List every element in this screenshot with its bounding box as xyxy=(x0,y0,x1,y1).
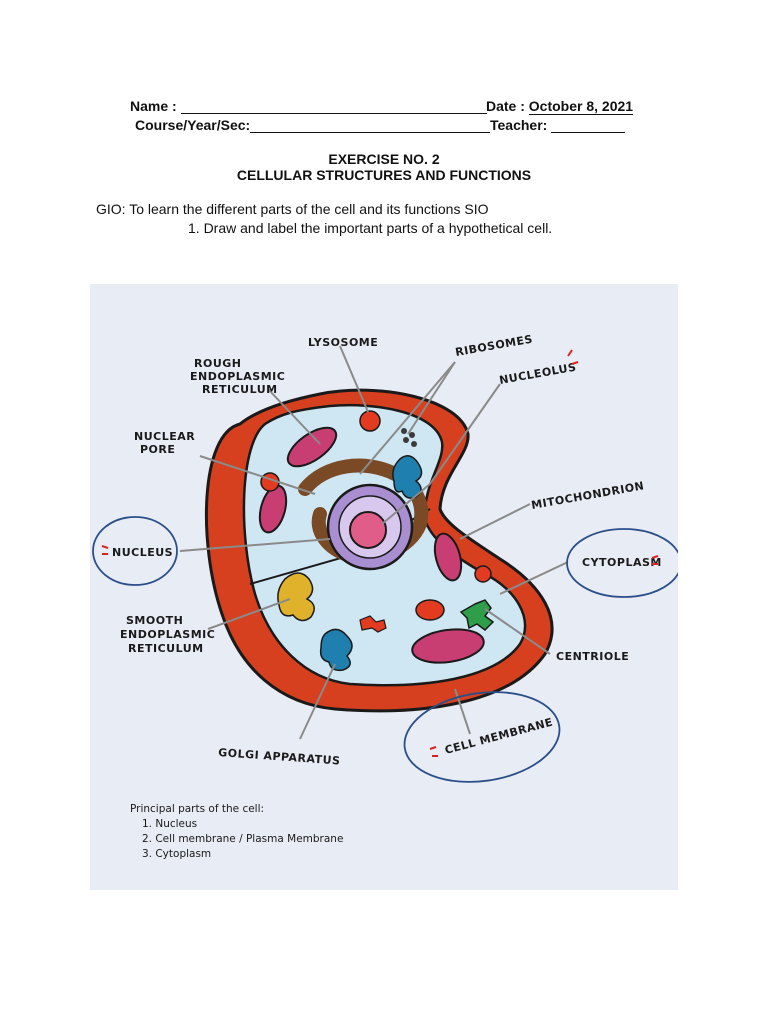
circle-nucleus xyxy=(92,516,178,586)
label-nuclear-pore-2: PORE xyxy=(140,443,175,456)
course-label: Course/Year/Sec: xyxy=(135,117,251,133)
label-rough-er-1: ROUGH xyxy=(194,357,242,370)
golgi-apparatus-2 xyxy=(319,628,353,672)
lysosome-3 xyxy=(474,565,492,583)
notes-title: Principal parts of the cell: xyxy=(130,803,265,815)
name-blank[interactable] xyxy=(180,99,487,114)
exercise-subtitle: CELLULAR STRUCTURES AND FUNCTIONS xyxy=(236,167,532,183)
lysosome-4 xyxy=(415,599,445,621)
mitochondrion-2 xyxy=(258,484,288,534)
notes-item-2: 2. Cell membrane / Plasma Membrane xyxy=(142,833,344,845)
date-value[interactable]: October 8, 2021 xyxy=(528,98,634,115)
label-centriole: CENTRIOLE xyxy=(556,650,629,663)
smooth-er xyxy=(277,572,315,622)
label-ribosomes: RIBOSOMES xyxy=(454,333,534,359)
label-nuclear-pore-1: NUCLEAR xyxy=(134,430,195,443)
course-field: Course/Year/Sec: xyxy=(135,117,491,133)
gio-text: GIO: To learn the different parts of the… xyxy=(96,201,489,217)
course-blank[interactable] xyxy=(250,118,491,133)
emphasis-marks xyxy=(101,349,659,757)
sio-item-1: 1. Draw and label the important parts of… xyxy=(188,220,553,236)
name-label: Name : xyxy=(130,98,177,114)
lysosome-1 xyxy=(359,410,381,432)
cell-drawing: ROUGH ENDOPLASMIC RETICULUM LYSOSOME RIB… xyxy=(90,284,682,890)
label-golgi: GOLGI APPARATUS xyxy=(218,746,341,768)
label-rough-er-2: ENDOPLASMIC xyxy=(190,370,285,383)
cell-diagram: ROUGH ENDOPLASMIC RETICULUM LYSOSOME RIB… xyxy=(92,333,682,783)
date-label: Date : xyxy=(486,98,525,114)
exercise-number: EXERCISE NO. 2 xyxy=(328,151,440,167)
label-nucleus: NUCLEUS xyxy=(112,546,173,559)
teacher-blank[interactable] xyxy=(551,118,626,133)
label-pointers xyxy=(179,345,569,740)
label-smooth-er-3: RETICULUM xyxy=(128,642,204,655)
golgi-apparatus xyxy=(392,455,423,499)
label-lysosome: LYSOSOME xyxy=(308,336,378,349)
label-cytoplasm: CYTOPLASM xyxy=(582,556,662,569)
centriole xyxy=(459,599,495,631)
principal-parts-notes: Principal parts of the cell: 1. Nucleus … xyxy=(130,802,343,862)
mitochondrion-1 xyxy=(286,426,338,468)
label-rough-er-3: RETICULUM xyxy=(202,383,278,396)
circle-cell-membrane xyxy=(403,691,561,783)
label-cell-membrane: CELL MEMBRANE xyxy=(443,715,554,756)
label-smooth-er-2: ENDOPLASMIC xyxy=(120,628,215,641)
teacher-field: Teacher: xyxy=(490,117,626,133)
label-nucleolus: NUCLEOLUS xyxy=(498,361,577,387)
nucleolus xyxy=(349,511,387,549)
mitochondrion-4 xyxy=(411,628,485,664)
teacher-label: Teacher: xyxy=(490,117,548,133)
label-smooth-er-1: SMOOTH xyxy=(126,614,183,627)
name-field: Name : xyxy=(130,98,487,114)
notes-item-3: 3. Cytoplasm xyxy=(142,848,212,860)
label-mitochondrion: MITOCHONDRION xyxy=(530,479,645,512)
cytoplasm-squiggle xyxy=(359,615,387,633)
notes-item-1: 1. Nucleus xyxy=(142,818,198,830)
date-field: Date : October 8, 2021 xyxy=(486,98,634,115)
ribosomes xyxy=(401,428,417,447)
mitochondrion-3 xyxy=(433,532,463,582)
